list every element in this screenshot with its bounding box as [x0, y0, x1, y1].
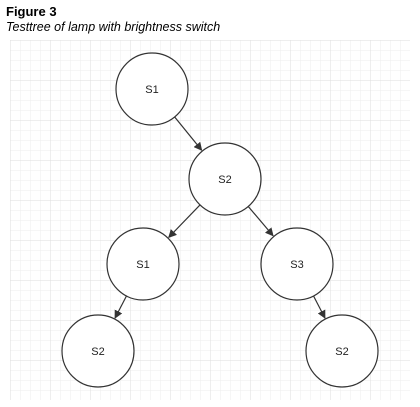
state-node-label: S2	[218, 174, 231, 186]
edges	[114, 116, 326, 319]
state-node-label: S1	[136, 259, 149, 271]
edge-arrow	[313, 295, 326, 319]
state-node: S1	[115, 52, 189, 126]
state-node-circle	[188, 142, 262, 216]
figure-caption: Figure 3 Testtree of lamp with brightnes…	[6, 4, 220, 35]
state-node-label: S3	[290, 259, 303, 271]
figure-title: Testtree of lamp with brightness switch	[6, 20, 221, 34]
state-node-circle	[115, 52, 189, 126]
state-node-label: S1	[145, 84, 158, 96]
state-node: S2	[61, 314, 135, 388]
state-node-circle	[260, 227, 334, 301]
edge-arrow	[174, 116, 203, 151]
edge-arrow	[247, 206, 274, 237]
state-node-circle	[61, 314, 135, 388]
state-node-label: S2	[335, 346, 348, 358]
edge-arrow	[114, 295, 127, 319]
state-node: S2	[305, 314, 379, 388]
edge-arrow	[168, 204, 201, 238]
state-node-circle	[106, 227, 180, 301]
state-node-circle	[305, 314, 379, 388]
state-node-label: S2	[91, 346, 104, 358]
state-node: S3	[260, 227, 334, 301]
figure-label: Figure 3	[6, 4, 57, 19]
state-node: S1	[106, 227, 180, 301]
state-node: S2	[188, 142, 262, 216]
